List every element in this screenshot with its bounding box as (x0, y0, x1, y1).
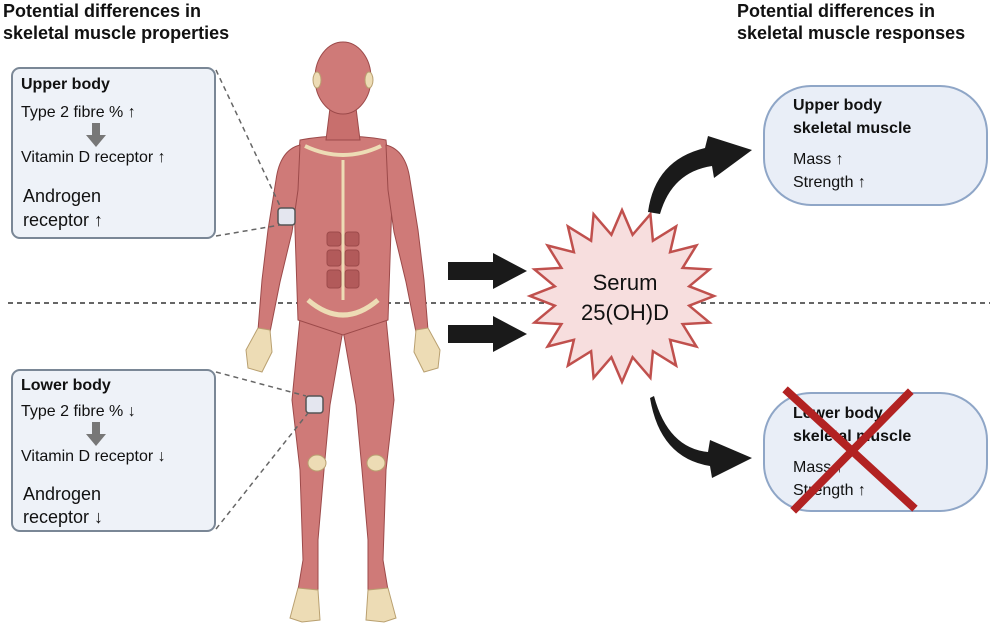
lower-response-title2: skeletal muscle (793, 428, 912, 445)
ab-segment (344, 249, 360, 267)
left-heading-line2: skeletal muscle properties (3, 23, 230, 43)
lower-response-oval: Lower body skeletal muscle Mass ↑ Streng… (763, 392, 988, 512)
left-heading: Potential differences in skeletal muscle… (3, 0, 229, 44)
upper-response-title1: Upper body (793, 97, 882, 114)
ab-segment (326, 249, 342, 267)
lower-body-properties-box: Lower body Type 2 fibre % ↓ Vitamin D re… (11, 369, 216, 532)
right-kneecap (366, 454, 386, 472)
lower-androgen-line2: receptor ↓ (23, 507, 104, 527)
upper-vdr-text: Vitamin D receptor ↑ (21, 149, 166, 166)
upper-fibre-text: Type 2 fibre % ↑ (21, 104, 136, 121)
left-arm (257, 144, 301, 333)
lower-vdr-text: Vitamin D receptor ↓ (21, 448, 166, 465)
upper-response-strength: Strength ↑ (793, 174, 866, 191)
black-block-arrow-icon (448, 253, 527, 289)
left-foot (289, 587, 321, 623)
lower-biopsy-marker (305, 395, 324, 414)
upper-response-oval: Upper body skeletal muscle Mass ↑ Streng… (763, 85, 988, 206)
upper-body-properties-box: Upper body Type 2 fibre % ↑ Vitamin D re… (11, 67, 216, 239)
down-arrow-icon (86, 422, 106, 446)
left-kneecap (307, 454, 327, 472)
left-ear (312, 71, 322, 89)
right-foot (365, 587, 397, 623)
curved-arrow-icon (650, 396, 752, 478)
ab-segment (326, 231, 342, 247)
lower-connector-bottom (215, 412, 309, 530)
lower-connector-top (215, 371, 307, 397)
ab-segment (344, 231, 360, 247)
starburst-icon (526, 206, 718, 386)
upper-connector-bottom (215, 224, 281, 237)
lower-androgen-line1: Androgen (23, 484, 102, 504)
right-ear (364, 71, 374, 89)
left-heading-line1: Potential differences in (3, 1, 202, 21)
serum-label-line1: Serum (592, 270, 658, 295)
lower-fibre-text: Type 2 fibre % ↓ (21, 403, 136, 420)
upper-biopsy-marker (277, 207, 296, 226)
lower-box-title: Lower body (21, 377, 111, 394)
serum-label: Serum 25(OH)D (540, 268, 710, 328)
black-block-arrow-icon (448, 316, 527, 352)
upper-androgen-line1: Androgen (23, 186, 102, 206)
left-hand (245, 327, 273, 373)
upper-response-mass: Mass ↑ (793, 151, 844, 168)
upper-connector-top (215, 69, 281, 207)
red-cross-icon (782, 386, 918, 514)
human-muscle-figure (245, 41, 441, 623)
collarbone (304, 144, 382, 157)
down-arrow-icon (86, 123, 106, 147)
right-heading: Potential differences in skeletal muscle… (737, 0, 965, 44)
upper-androgen-line2: receptor ↑ (23, 210, 104, 230)
right-hand (413, 327, 441, 373)
ab-segment (326, 269, 342, 289)
right-heading-line1: Potential differences in (737, 1, 936, 21)
curved-arrow-icon (648, 136, 752, 214)
right-heading-line2: skeletal muscle responses (737, 23, 966, 43)
serum-label-line2: 25(OH)D (580, 300, 669, 325)
pelvis (306, 298, 380, 318)
ab-segment (344, 269, 360, 289)
upper-response-title2: skeletal muscle (793, 120, 912, 137)
right-arm (385, 144, 429, 333)
upper-box-title: Upper body (21, 76, 110, 93)
